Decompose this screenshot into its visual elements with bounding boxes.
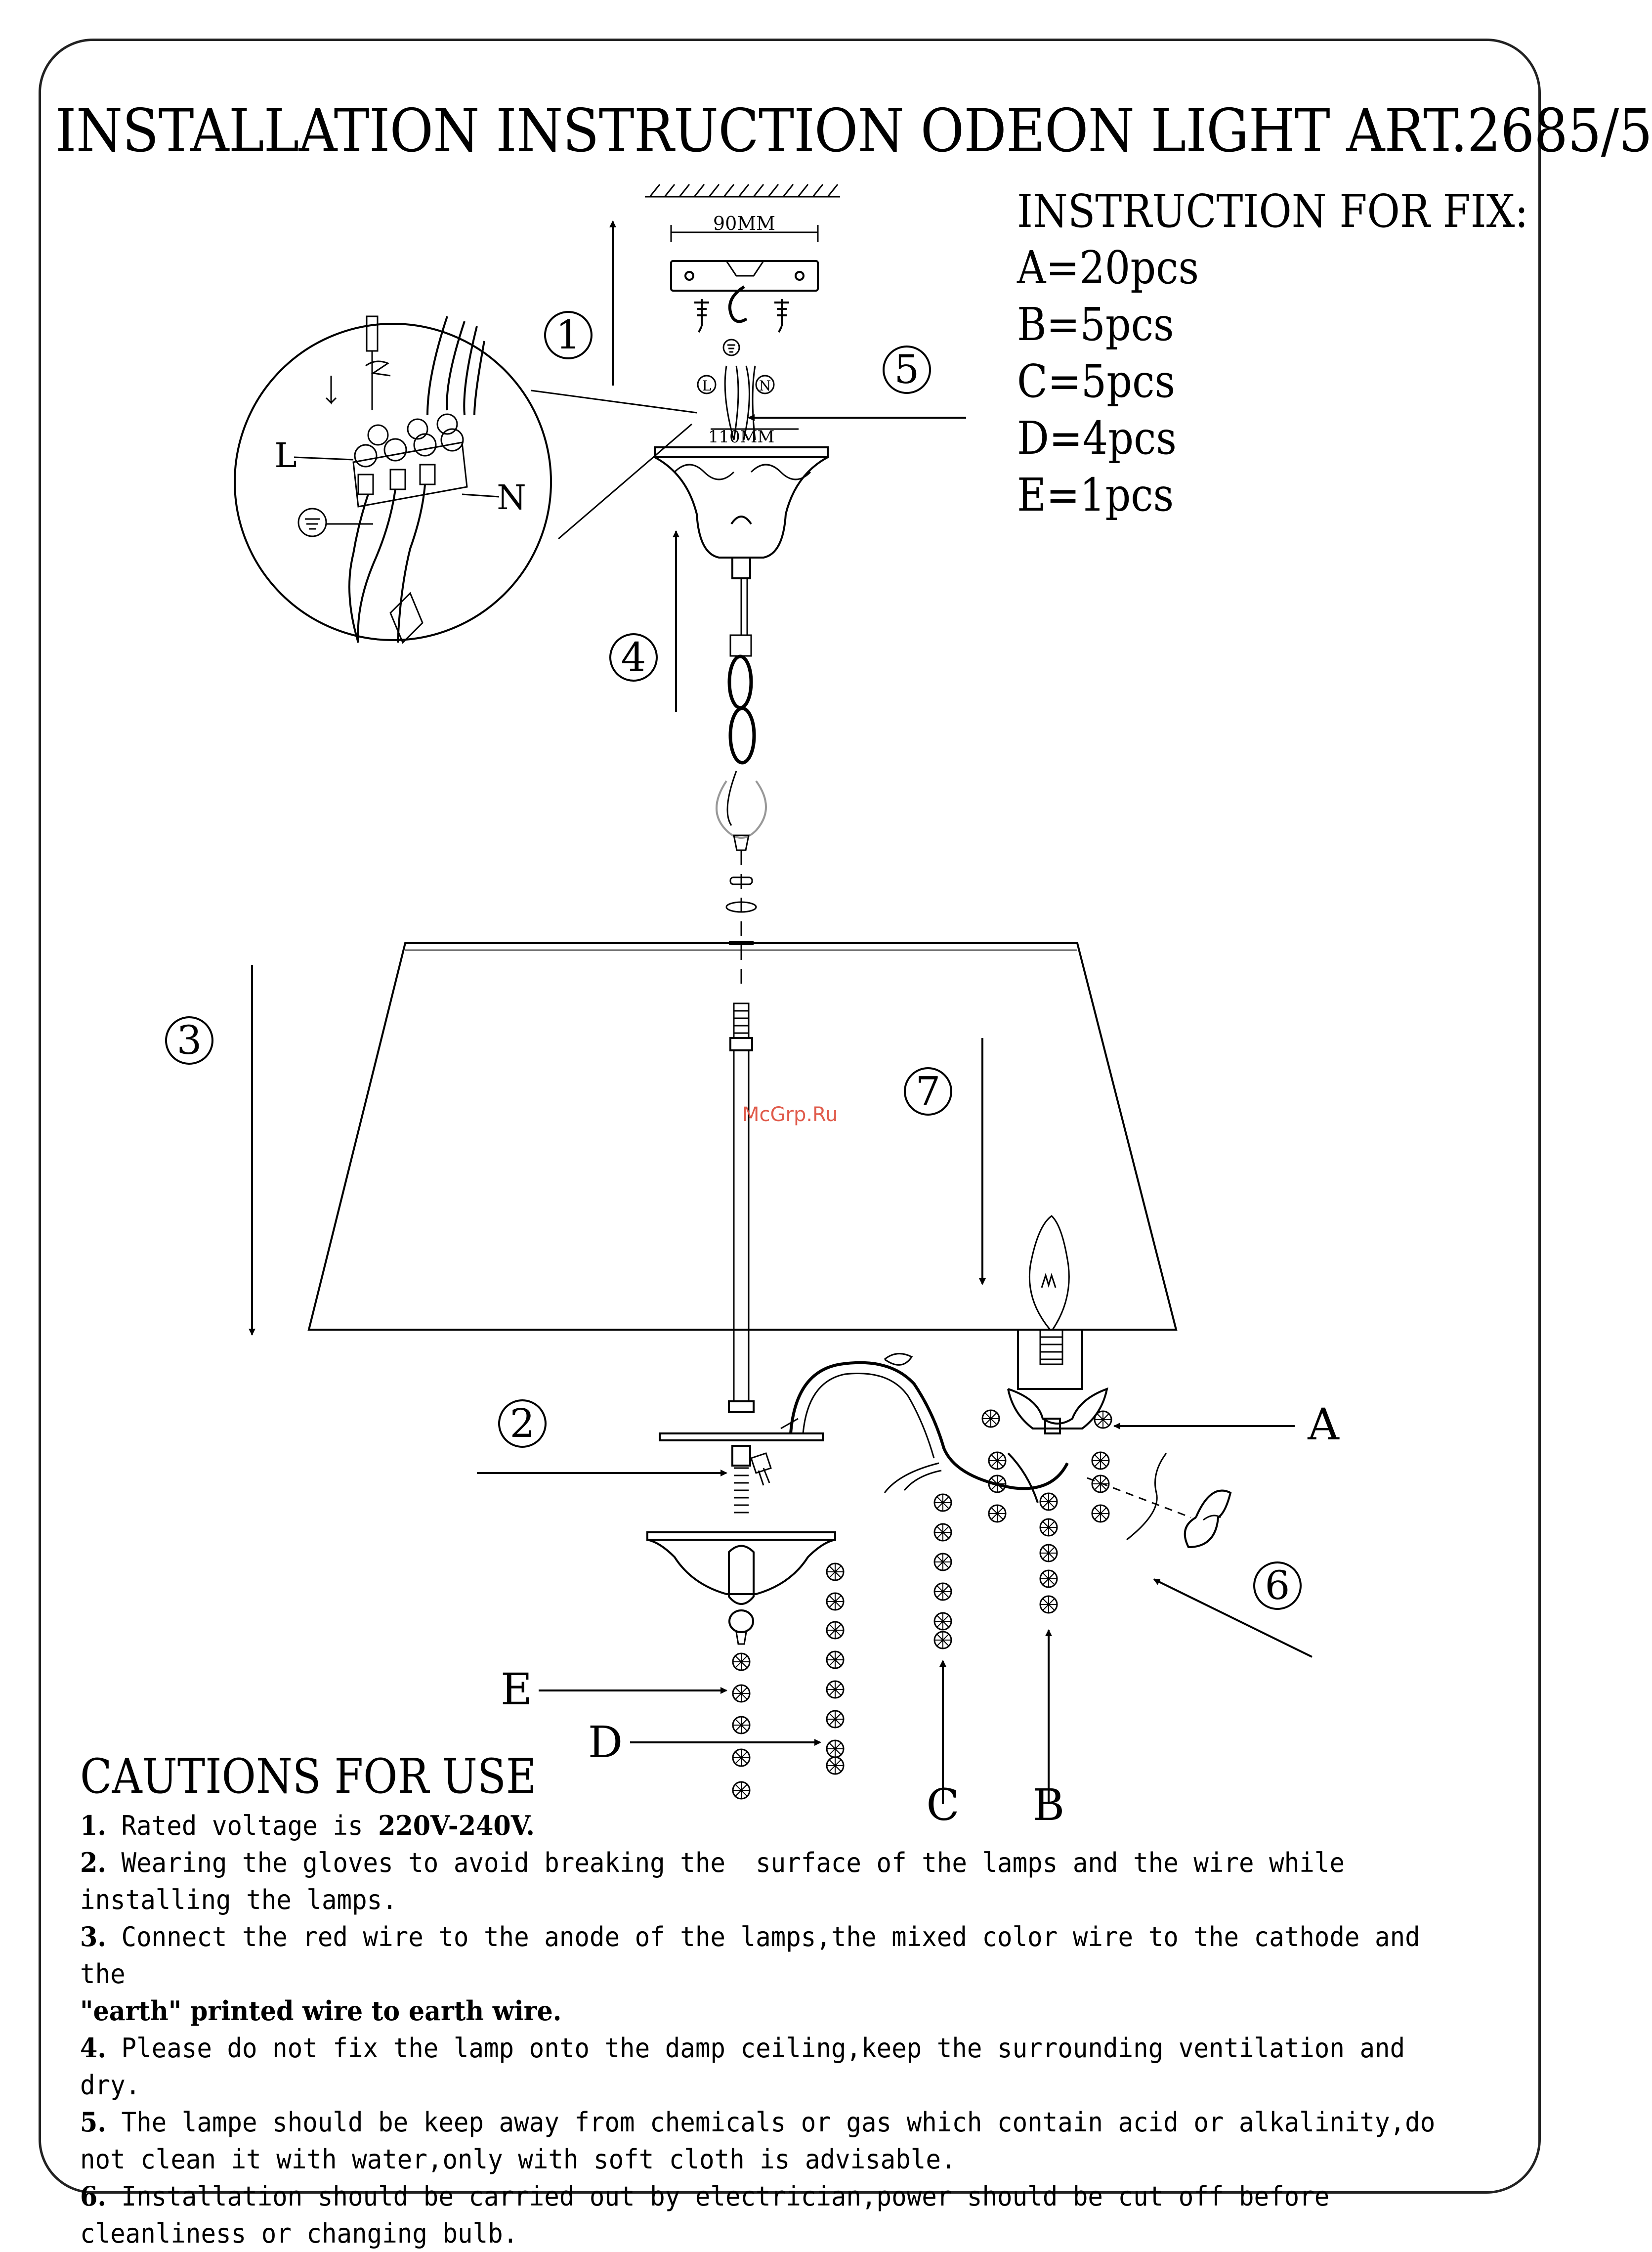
caution-item-5: 5. The lampe should be keep away from ch… (80, 2104, 1464, 2178)
caution-4-number: 4. (80, 2032, 106, 2064)
leaf-decoration (1087, 1453, 1232, 1549)
ceiling-canopy: 110MM (654, 427, 829, 579)
caution-item-3: 3. Connect the red wire to the anode of … (80, 1918, 1464, 2030)
wire-neutral-small-label: N (759, 378, 771, 394)
fix-part-a: A=20pcs (1017, 241, 1199, 294)
step-5-label: 5 (894, 346, 920, 392)
screwdriver-icon (325, 315, 391, 410)
caution-3-number: 3. (80, 1921, 106, 1952)
wire-live-label: L (274, 436, 297, 476)
mounting-bracket: 90MM (670, 213, 819, 333)
wire-lug (750, 1418, 799, 1486)
caution-item-6: 6. Installation should be carried out by… (80, 2178, 1464, 2252)
step-2-label: 2 (510, 1400, 535, 1446)
part-b-label: B (1033, 1779, 1065, 1830)
ceiling-hatch (645, 184, 840, 198)
crystal-a-beads (981, 1409, 1112, 1523)
wire-neutral-label: N (497, 478, 526, 518)
wire-live-small-label: L (702, 378, 712, 394)
central-rod (659, 1002, 824, 1514)
caution-2-text: Wearing the gloves to avoid breaking the… (80, 1847, 1345, 1915)
supply-wires: L N (697, 339, 775, 440)
candle-bulb (1028, 1215, 1070, 1365)
step-3-label: 3 (177, 1017, 202, 1063)
caution-1-number: 1. (80, 1810, 106, 1841)
caution-6-number: 6. (80, 2180, 106, 2212)
fix-instructions: INSTRUCTION FOR FIX: A=20pcs B=5pcs C=5p… (1017, 184, 1528, 523)
detail-wires (348, 316, 485, 644)
crystal-strand-d (826, 1562, 845, 1775)
caution-5-number: 5. (80, 2106, 106, 2138)
watermark: McGrp.Ru (742, 1103, 838, 1126)
part-d-label: D (588, 1717, 623, 1768)
hanging-chain (716, 578, 767, 989)
terminal-block (352, 413, 468, 508)
fix-part-e: E=1pcs (1017, 469, 1174, 521)
step-6-arrow (1153, 1578, 1313, 1658)
lamp-arm (789, 1353, 1069, 1503)
step-7-label: 7 (916, 1068, 941, 1114)
fix-part-c: C=5pcs (1017, 355, 1176, 408)
fix-heading: INSTRUCTION FOR FIX: (1017, 185, 1528, 238)
fix-part-b: B=5pcs (1017, 298, 1174, 351)
caution-3-bold: "earth" printed wire to earth wire. (80, 1995, 562, 2027)
crystal-strand-b (1039, 1492, 1058, 1614)
caution-1-text: Rated voltage is (106, 1810, 379, 1841)
caution-2-number: 2. (80, 1847, 106, 1878)
caution-item-1: 1. Rated voltage is 220V-240V. (80, 1807, 1464, 1844)
bottom-bowl (646, 1531, 836, 1645)
step-1-label: 1 (556, 312, 581, 358)
part-c-label: C (926, 1779, 959, 1830)
caution-item-2: 2. Wearing the gloves to avoid breaking … (80, 1844, 1464, 1918)
step-marker-3: 3 (165, 1016, 213, 1065)
step-marker-1: 1 (544, 311, 593, 359)
caution-item-4: 4. Please do not fix the lamp onto the d… (80, 2030, 1464, 2104)
caution-1-bold: 220V-240V. (378, 1810, 535, 1841)
caution-5-text: The lampe should be keep away from chemi… (80, 2107, 1436, 2175)
step-marker-4: 4 (609, 633, 658, 682)
canopy-dimension: 110MM (708, 427, 775, 447)
assembly-diagram: 90MM L N 110MM (165, 184, 1340, 1830)
caution-6-text: Installation should be carried out by el… (80, 2181, 1330, 2249)
part-e-label: E (501, 1664, 532, 1715)
lamp-shade (307, 941, 1178, 1331)
step-marker-5: 5 (883, 346, 931, 394)
cautions-section: CAUTIONS FOR USE 1. Rated voltage is 220… (80, 1749, 1513, 2252)
caution-4-text: Please do not fix the lamp onto the damp… (80, 2033, 1420, 2101)
page-frame (39, 39, 1541, 2194)
bracket-dimension: 90MM (713, 213, 775, 234)
step-marker-7: 7 (904, 1067, 952, 1116)
crystal-strand-c (933, 1493, 952, 1649)
cautions-title: CAUTIONS FOR USE (80, 1749, 537, 1804)
fix-part-d: D=4pcs (1017, 412, 1177, 465)
fix-parts-list: A=20pcs B=5pcs C=5pcs D=4pcs E=1pcs (1017, 239, 1528, 523)
caution-3-text: Connect the red wire to the anode of the… (80, 1921, 1420, 1990)
step-marker-6: 6 (1253, 1561, 1302, 1610)
part-a-label: A (1307, 1399, 1340, 1450)
step-4-label: 4 (621, 634, 646, 680)
wiring-detail-callout: L N (234, 315, 697, 644)
step-marker-2: 2 (498, 1399, 547, 1448)
step-6-label: 6 (1265, 1562, 1290, 1608)
cautions-list: 1. Rated voltage is 220V-240V. 2. Wearin… (80, 1807, 1513, 2252)
